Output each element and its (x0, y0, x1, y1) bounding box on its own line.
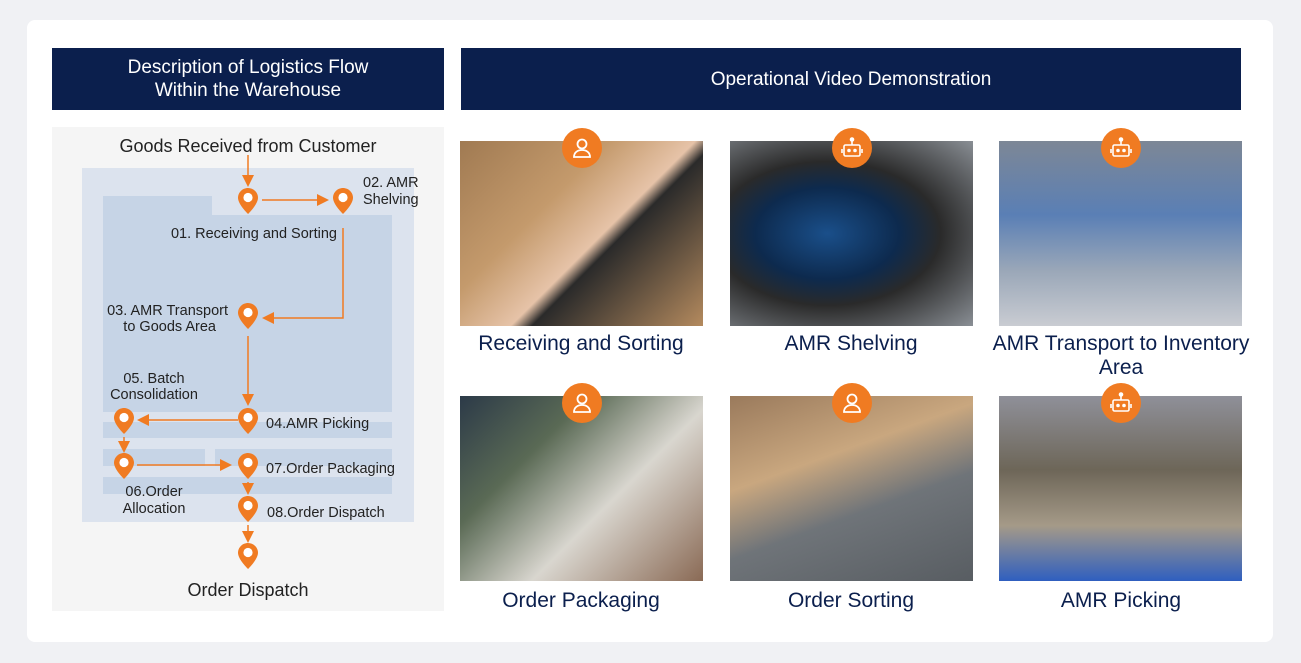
step-02: 02. AMR (363, 175, 419, 191)
robot-icon (1101, 128, 1141, 168)
video-caption: Receiving and Sorting (478, 332, 684, 355)
video-caption: Order Sorting (787, 589, 915, 612)
robot-icon (832, 128, 872, 168)
step-05: 05. Batch (123, 371, 184, 387)
video-thumbnail-packaging[interactable] (460, 396, 703, 581)
step-05-b: Consolidation (110, 387, 198, 403)
video-caption: Order Packaging (502, 589, 660, 612)
flow-end: Order Dispatch (187, 580, 308, 600)
video-thumbnail-shelving[interactable] (730, 141, 973, 326)
video-thumbnail-picking[interactable] (999, 396, 1242, 581)
video-caption: AMR Picking (1060, 589, 1182, 612)
video-caption: AMR Transport to Inventory Area (992, 332, 1250, 379)
video-header: Operational Video Demonstration (461, 48, 1241, 110)
step-06-b: Allocation (123, 501, 186, 517)
step-06: 06.Order (125, 484, 182, 500)
step-04: 04.AMR Picking (266, 416, 369, 432)
video-thumbnail-receiving[interactable] (460, 141, 703, 326)
step-08: 08.Order Dispatch (267, 505, 385, 521)
step-03-b: to Goods Area (123, 319, 217, 335)
video-thumbnail-transport[interactable] (999, 141, 1242, 326)
step-03: 03. AMR Transport (107, 303, 228, 319)
person-icon (562, 383, 602, 423)
robot-icon (1101, 383, 1141, 423)
person-icon (562, 128, 602, 168)
flow-start: Goods Received from Customer (119, 136, 376, 156)
step-01: 01. Receiving and Sorting (171, 226, 337, 242)
video-caption: AMR Shelving (784, 332, 918, 355)
flow-header-line1: Description of Logistics Flow (127, 57, 369, 78)
flow-header-line2: Within the Warehouse (154, 80, 342, 101)
flow-diagram: Goods Received from Customer 02. AMR She… (52, 127, 444, 611)
person-icon (832, 383, 872, 423)
video-thumbnail-sorting[interactable] (730, 396, 973, 581)
step-07: 07.Order Packaging (266, 461, 395, 477)
step-02-b: Shelving (363, 192, 419, 208)
